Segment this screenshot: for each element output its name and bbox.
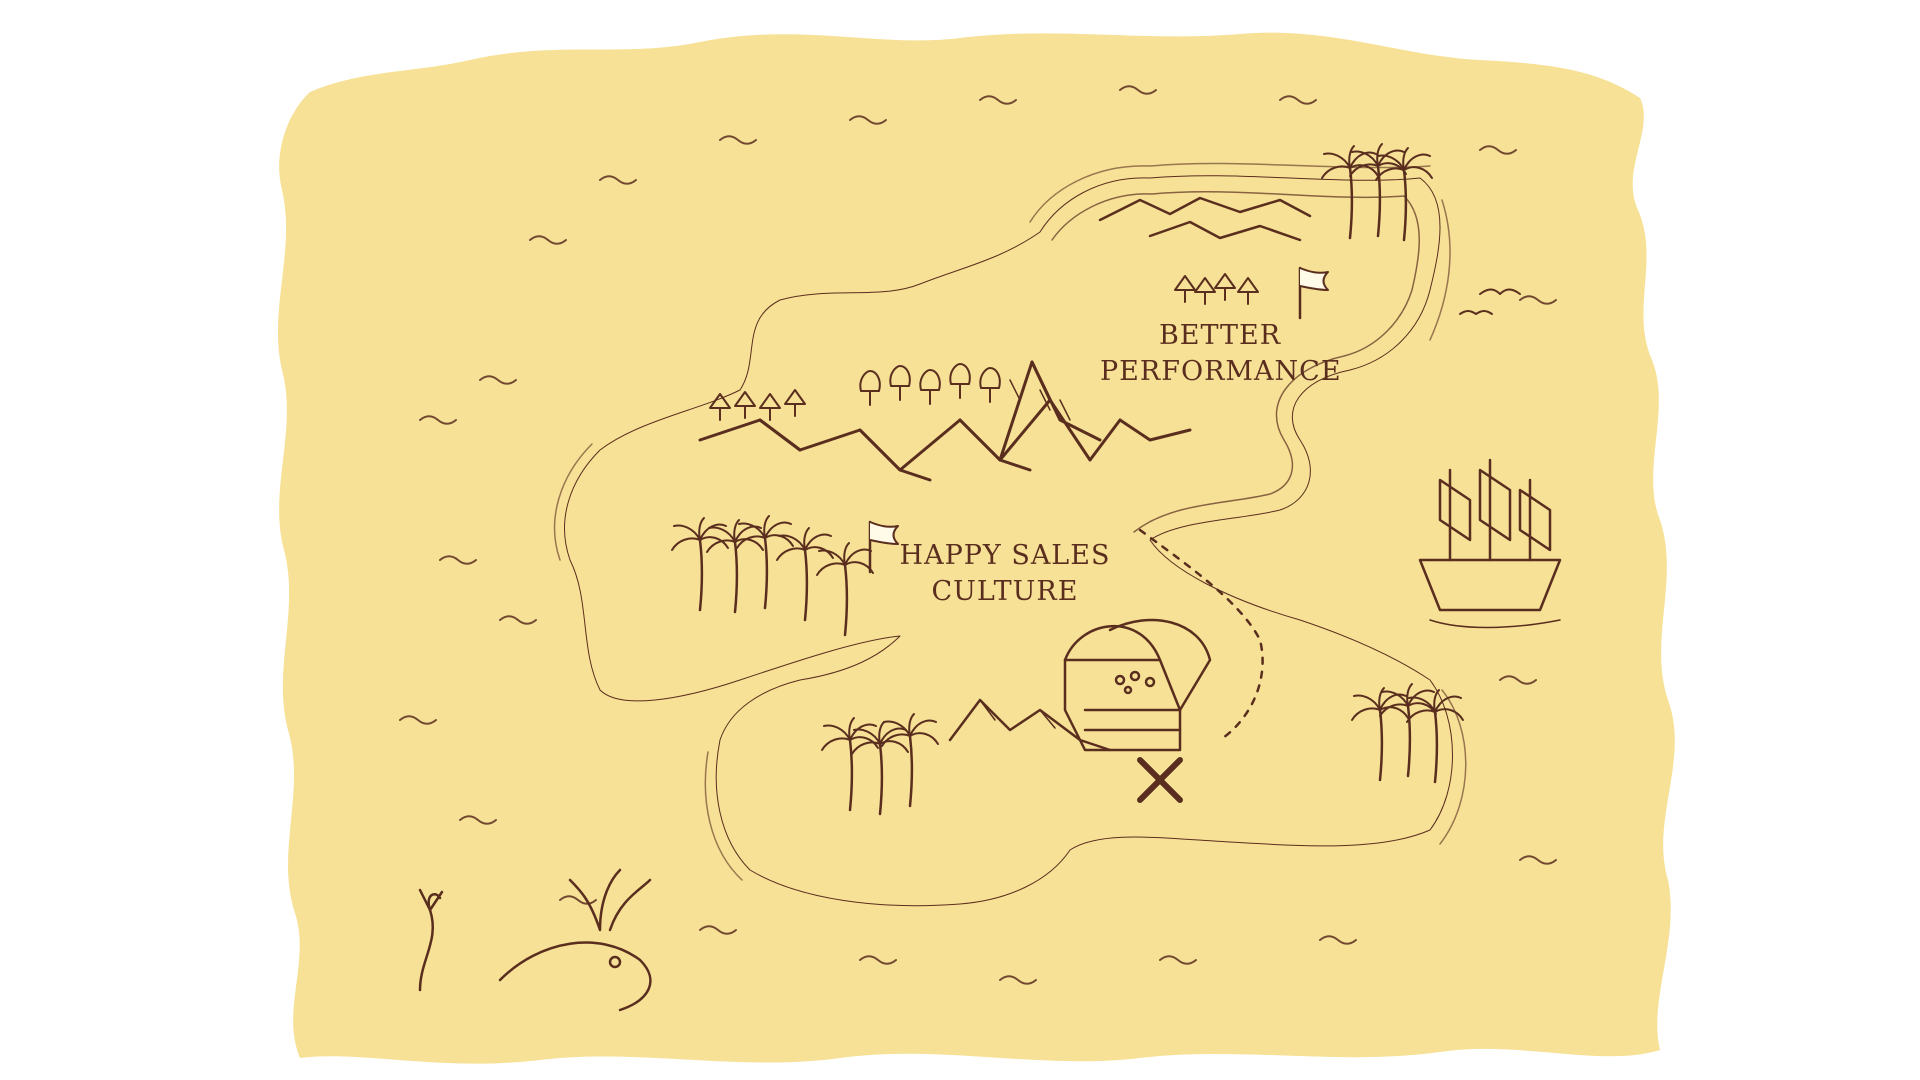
x-mark-icon — [1137, 757, 1183, 803]
treasure-chest-icon — [1063, 618, 1212, 752]
label-better-line2: PERFORMANCE — [1100, 356, 1342, 387]
label-better-performance: BETTER PERFORMANCE — [1100, 318, 1342, 390]
label-happy-line2: CULTURE — [931, 576, 1079, 607]
bird-icon — [1459, 288, 1521, 315]
label-better-line1: BETTER — [1158, 320, 1282, 351]
island-coastline-inner — [1051, 190, 1420, 533]
mountain-range-icon — [698, 360, 1192, 482]
mountain-range-icon — [1098, 196, 1312, 242]
shore-ripples — [553, 162, 1467, 881]
sailing-ship-icon — [1418, 458, 1562, 629]
dotted-trail — [1138, 528, 1264, 742]
island-coastline — [564, 175, 1453, 907]
label-happy-sales-culture: HAPPY SALES CULTURE — [890, 538, 1120, 610]
label-happy-line1: HAPPY SALES — [899, 540, 1111, 571]
fish-tail-icon — [418, 888, 444, 992]
mountain-range-icon — [948, 698, 1112, 752]
sea-monster-icon — [498, 868, 652, 1012]
